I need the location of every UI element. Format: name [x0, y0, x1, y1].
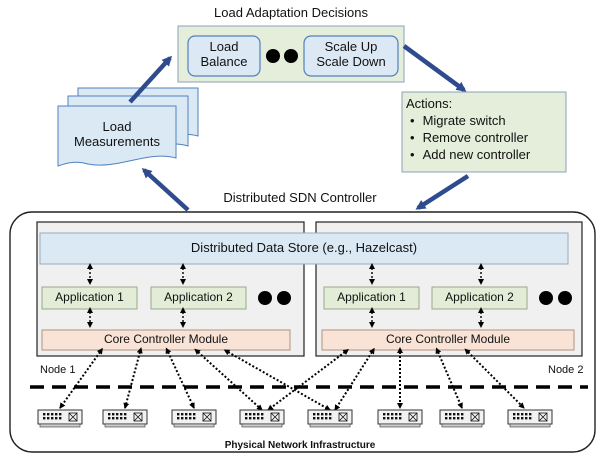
link-n1-sw2 [123, 347, 143, 409]
node2-more-apps-dot-1 [539, 291, 553, 305]
action-item: • Remove controller [406, 129, 566, 146]
switch-icon [171, 409, 217, 428]
node1-label: Node 1 [40, 364, 76, 376]
measurements-line-1: Load [102, 119, 132, 134]
load-balance-line-1: Load [209, 39, 239, 54]
measurements-label: Load Measurements [58, 119, 176, 150]
node2-app2-label: Application 2 [445, 290, 514, 304]
switch-icon [307, 409, 353, 428]
action-item: • Migrate switch [406, 112, 566, 129]
action-item: • Add new controller [406, 146, 566, 163]
switch-icon [102, 409, 148, 428]
controller-title: Distributed SDN Controller [223, 190, 377, 205]
bullet-icon: • [410, 113, 415, 128]
node1-app2-box [150, 286, 247, 310]
link-n2-sw5 [334, 347, 375, 411]
scale-pill [303, 35, 399, 77]
bullet-icon: • [410, 130, 415, 145]
scale-label: Scale Up Scale Down [304, 39, 398, 70]
infrastructure-label: Physical Network Infrastructure [224, 440, 376, 451]
data-store-label: Distributed Data Store (e.g., Hazelcast) [190, 240, 418, 255]
action-add: Add new controller [422, 147, 531, 162]
node1-core-label: Core Controller Module [103, 332, 229, 346]
scale-up-text: Scale Up [324, 39, 378, 54]
bullet-icon: • [410, 147, 415, 162]
actions-content: Actions: • Migrate switch • Remove contr… [406, 95, 566, 163]
more-decisions-dot-2 [284, 49, 298, 63]
node1-app1-label: Application 1 [55, 290, 124, 304]
node2-more-apps-dot-2 [558, 291, 572, 305]
switch-icon [37, 409, 83, 428]
link-n1-sw1 [59, 347, 103, 409]
top-title: Load Adaptation Decisions [214, 5, 368, 20]
load-balance-label: Load Balance [188, 39, 260, 70]
node1-more-apps-dot-1 [258, 291, 272, 305]
actions-title: Actions: [406, 96, 453, 111]
measurements-line-2: Measurements [74, 133, 160, 149]
switch-icon [507, 409, 553, 428]
actions-box [401, 91, 567, 173]
node2-label: Node 2 [548, 364, 584, 376]
switch-icon [239, 409, 285, 428]
node2-app1-label: Application 1 [337, 290, 406, 304]
node2-core-label: Core Controller Module [385, 332, 511, 346]
data-store-box [39, 232, 569, 265]
action-remove: Remove controller [422, 130, 529, 145]
arrow-decisions-to-actions [402, 44, 467, 92]
load-balance-line-2: Balance [200, 53, 248, 69]
arrow-measurements-to-decisions [128, 55, 173, 104]
node1-more-apps-dot-2 [277, 291, 291, 305]
more-decisions-dot-1 [266, 49, 280, 63]
node1-app2-label: Application 2 [164, 290, 233, 304]
switches-group [37, 409, 553, 428]
scale-down-text: Scale Down [316, 53, 386, 69]
link-n2-sw8 [464, 348, 525, 409]
link-n2-sw4 [267, 348, 349, 411]
load-balance-pill [187, 35, 261, 77]
switch-icon [377, 409, 423, 428]
action-migrate: Migrate switch [422, 113, 506, 128]
doc-front [57, 105, 177, 167]
switch-icon [439, 409, 485, 428]
arrow-controller-to-measurements [141, 167, 190, 212]
arrow-actions-to-controller [415, 174, 470, 210]
